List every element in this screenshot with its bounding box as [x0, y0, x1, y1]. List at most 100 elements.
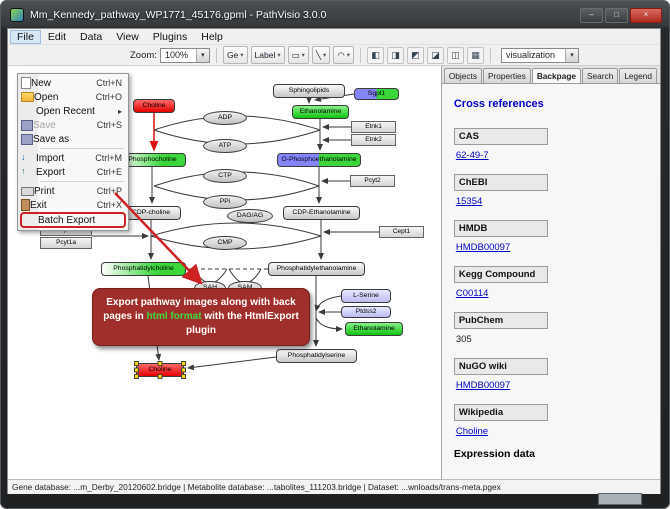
pathway-node-pcyt2[interactable]: Pcyt2 [350, 175, 395, 187]
crossref-section-kegg-compound: Kegg CompoundC00114 [454, 264, 648, 299]
crossref-db-name: Kegg Compound [454, 266, 548, 283]
file-menu-item-import[interactable]: ImportCtrl+M [20, 151, 126, 165]
file-menu-item-open-recent[interactable]: Open Recent [20, 104, 126, 118]
file-menu-item-exit[interactable]: ExitCtrl+X [20, 198, 126, 212]
save-icon [21, 120, 33, 131]
crossref-section-cas: CAS62-49-7 [454, 126, 648, 161]
tab-search[interactable]: Search [582, 68, 618, 83]
crossref-db-name: NuGO wiki [454, 358, 548, 375]
pathway-node-ppi[interactable]: PPi [203, 195, 247, 209]
pathway-node-sphingolipids[interactable]: Sphingolipids [273, 84, 345, 98]
menu-item-shortcut: Ctrl+M [95, 153, 122, 163]
titlebar[interactable]: Mm_Kennedy_pathway_WP1771_45176.gpml - P… [10, 6, 662, 24]
pathway-node-atp[interactable]: ATP [203, 139, 247, 153]
new-arc-button[interactable]: ◠ [333, 46, 354, 64]
tab-properties[interactable]: Properties [483, 68, 531, 83]
selection-handle[interactable] [134, 374, 139, 379]
menu-data[interactable]: Data [73, 30, 109, 44]
file-menu-item-save[interactable]: SaveCtrl+S [20, 118, 126, 132]
zoom-combobox[interactable]: 100% [160, 48, 210, 63]
selection-handle[interactable] [134, 368, 139, 373]
crossref-id-link[interactable]: HMDB00097 [456, 380, 648, 391]
crossref-id-link[interactable]: Choline [456, 426, 648, 437]
new-shape-button[interactable]: ▭ [288, 46, 309, 64]
pathway-node-phosphocholine[interactable]: Phosphocholine [119, 153, 186, 167]
pathway-node-pcyt1a[interactable]: Pcyt1a [40, 237, 92, 249]
selection-handle[interactable] [181, 374, 186, 379]
visualization-combobox[interactable]: visualization [501, 48, 579, 63]
pathway-node-cmp[interactable]: CMP [203, 236, 247, 250]
menu-item-shortcut [118, 106, 122, 116]
pathway-node-ethanolamine[interactable]: Ethanolamine [345, 322, 403, 336]
new-line-button[interactable]: ╲ [312, 46, 330, 64]
close-button[interactable]: × [630, 8, 662, 23]
menu-view[interactable]: View [109, 30, 146, 44]
align-top-button[interactable]: ◩ [407, 47, 424, 64]
align-right-button[interactable]: ◨ [387, 47, 404, 64]
file-menu-item-new[interactable]: NewCtrl+N [20, 76, 126, 90]
pathway-node-cdp-ethanolamine[interactable]: CDP-Ethanolamine [283, 206, 360, 220]
crossref-section-hmdb: HMDBHMDB00097 [454, 218, 648, 253]
selection-handle[interactable] [181, 368, 186, 373]
common-width-button[interactable]: ◫ [447, 47, 464, 64]
file-menu-item-open[interactable]: OpenCtrl+O [20, 90, 126, 104]
pathway-node-cdp-choline[interactable]: CDP-choline [121, 206, 181, 220]
pathway-node-adp[interactable]: ADP [203, 111, 247, 125]
pathway-node-ctp[interactable]: CTP [203, 169, 247, 183]
shape-tools-group: ▭╲◠ [288, 46, 354, 64]
file-menu-item-batch-export[interactable]: Batch Export [20, 212, 126, 228]
pathway-node-dag-ag[interactable]: DAG/AG [227, 209, 273, 223]
menu-plugins[interactable]: Plugins [146, 30, 194, 44]
menubar: FileEditDataViewPluginsHelp [8, 29, 660, 45]
menu-item-label: Export [36, 167, 91, 178]
pathway-node-cept1[interactable]: Cept1 [379, 226, 424, 238]
callout-highlight-text: html format [147, 311, 202, 322]
pathway-node-choline[interactable]: Choline [136, 363, 184, 377]
save-as-icon [21, 134, 33, 145]
crossref-db-name: ChEBI [454, 174, 548, 191]
selection-handle[interactable] [181, 361, 186, 366]
pathway-node-phosphatidylserine[interactable]: Phosphatidylserine [276, 349, 357, 363]
pathway-node-sgpl1[interactable]: Sgpl1 [354, 88, 399, 100]
crossref-id-link[interactable]: HMDB00097 [456, 242, 648, 253]
pathway-node-choline[interactable]: Choline [133, 99, 175, 113]
side-panel: ObjectsPropertiesBackpageSearchLegend Cr… [442, 66, 660, 479]
backpage-panel: Cross references CAS62-49-7ChEBI15354HMD… [442, 84, 660, 479]
tab-backpage[interactable]: Backpage [532, 68, 581, 83]
align-left-button[interactable]: ◧ [367, 47, 384, 64]
menu-file[interactable]: File [10, 30, 41, 44]
pathway-node-phosphatidylethanolamine[interactable]: Phosphatidylethanolamine [268, 262, 365, 276]
menu-help[interactable]: Help [194, 30, 230, 44]
new-label-button[interactable]: Label [251, 46, 285, 64]
common-height-button[interactable]: ▦ [467, 47, 484, 64]
callout-text: with the [202, 311, 245, 322]
pathway-node-ptdss2[interactable]: Ptdss2 [341, 306, 391, 318]
minimize-button[interactable]: – [580, 8, 603, 23]
selection-handle[interactable] [158, 361, 163, 366]
maximize-button[interactable]: □ [605, 8, 628, 23]
selection-handle[interactable] [158, 374, 163, 379]
file-menu-item-export[interactable]: ExportCtrl+E [20, 165, 126, 179]
crossref-id-link[interactable]: C00114 [456, 288, 648, 299]
pathway-node-ethanolamine[interactable]: Ethanolamine [292, 105, 349, 119]
file-menu-item-save-as[interactable]: Save as [20, 132, 126, 146]
menu-edit[interactable]: Edit [41, 30, 73, 44]
menu-item-label: New [31, 78, 90, 89]
pathway-node-etnk2[interactable]: Etnk2 [351, 134, 396, 146]
crossref-db-name: PubChem [454, 312, 548, 329]
new-geneproduct-button[interactable]: Ge [223, 46, 248, 64]
tab-legend[interactable]: Legend [619, 68, 657, 83]
tab-objects[interactable]: Objects [444, 68, 482, 83]
pathway-node-phosphatidylcholine[interactable]: Phosphatidylcholine [101, 262, 186, 276]
pathway-node-etnk1[interactable]: Etnk1 [351, 121, 396, 133]
pathway-node-o-phosphoethanolamine[interactable]: O-Phosphoethanolamine [277, 153, 361, 167]
selection-handle[interactable] [134, 361, 139, 366]
window-resize-grip[interactable] [598, 493, 642, 505]
menu-item-label: Save [33, 120, 91, 131]
align-bottom-button[interactable]: ◪ [427, 47, 444, 64]
crossref-id-link[interactable]: 15354 [456, 196, 648, 207]
crossref-section-nugo-wiki: NuGO wikiHMDB00097 [454, 356, 648, 391]
file-menu-item-print[interactable]: PrintCtrl+P [20, 184, 126, 198]
pathway-node-l-serine[interactable]: L-Serine [341, 289, 391, 303]
crossref-id-link[interactable]: 62-49-7 [456, 150, 648, 161]
